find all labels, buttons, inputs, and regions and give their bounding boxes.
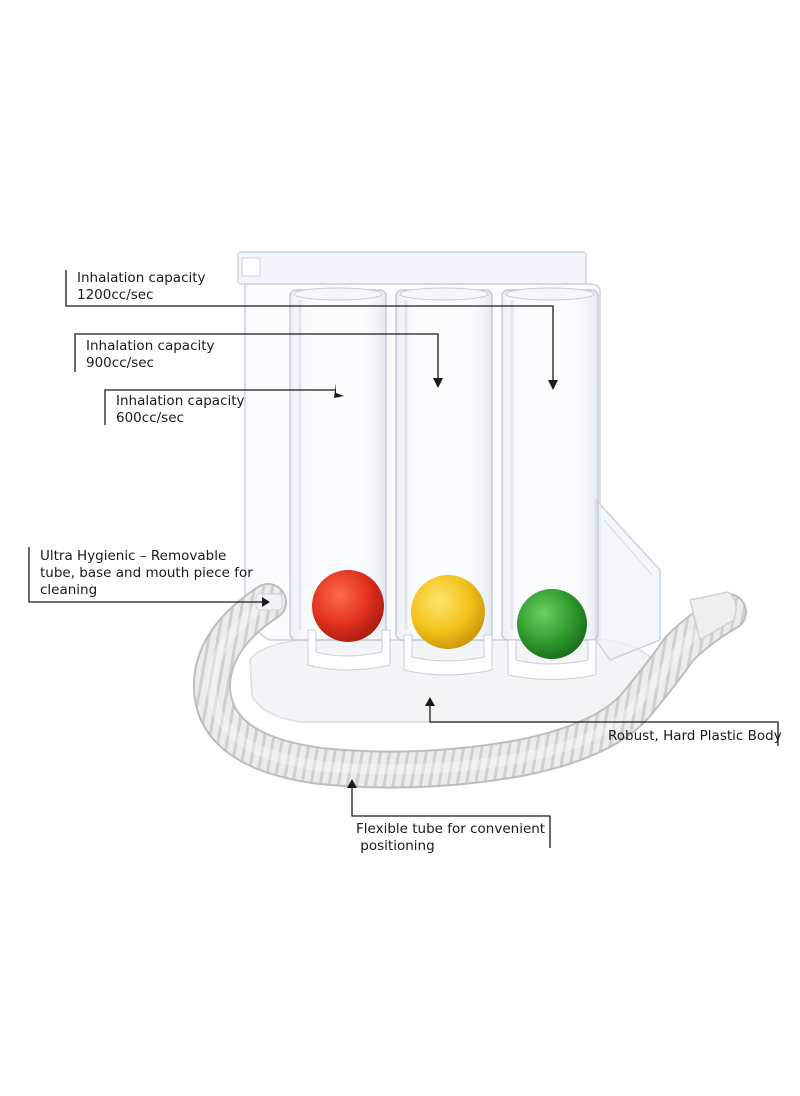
callout-capacity-900-line2: 900cc/sec [86, 355, 154, 371]
callout-hygienic-line2: tube, base and mouth piece for [40, 565, 253, 581]
callout-capacity-1200-line2: 1200cc/sec [77, 287, 154, 303]
arrow-hygienic [262, 597, 270, 607]
yellow-ball [411, 575, 485, 649]
cylinder-right [501, 287, 599, 641]
callout-hygienic-line1: Ultra Hygienic – Removable [40, 548, 227, 564]
arrow-600 [334, 383, 344, 398]
arrow-1200 [548, 380, 558, 390]
callout-flexible-tube: Flexible tube for convenient positioning [356, 821, 545, 855]
callout-capacity-1200-line1: Inhalation capacity [77, 270, 206, 286]
leader-hygienic [28, 547, 262, 603]
red-ball [312, 570, 384, 642]
callout-plastic-body-line1: Robust, Hard Plastic Body [608, 728, 782, 744]
callout-flexible-tube-line1: Flexible tube for convenient [356, 821, 546, 837]
callout-capacity-900-line1: Inhalation capacity [86, 338, 215, 354]
leader-600 [104, 389, 336, 425]
ball-seat-right [507, 639, 597, 680]
callout-capacity-900: Inhalation capacity 900cc/sec [86, 338, 215, 372]
callout-hygienic-line3: cleaning [40, 582, 98, 598]
callout-capacity-600-line2: 600cc/sec [116, 410, 184, 426]
callout-plastic-body: Robust, Hard Plastic Body [608, 728, 782, 745]
callout-capacity-600: Inhalation capacity 600cc/sec [116, 393, 245, 427]
callout-flexible-tube-line2: positioning [356, 838, 435, 854]
callout-capacity-1200: Inhalation capacity 1200cc/sec [77, 270, 206, 304]
flexible-hose [192, 583, 747, 789]
leader-body [429, 702, 779, 746]
arrow-body [425, 697, 435, 706]
arrowheads [262, 378, 558, 788]
leader-900 [74, 333, 439, 380]
ball-seat-left [307, 629, 391, 671]
leader-tube [351, 784, 551, 848]
ball-seat-middle [403, 634, 493, 676]
callout-hygienic: Ultra Hygienic – Removable tube, base an… [40, 548, 253, 599]
arrow-tube [347, 779, 357, 788]
arrow-900 [433, 378, 443, 388]
green-ball [517, 589, 587, 659]
callout-capacity-600-line1: Inhalation capacity [116, 393, 245, 409]
leader-1200 [65, 270, 554, 382]
leader-lines [28, 270, 779, 848]
